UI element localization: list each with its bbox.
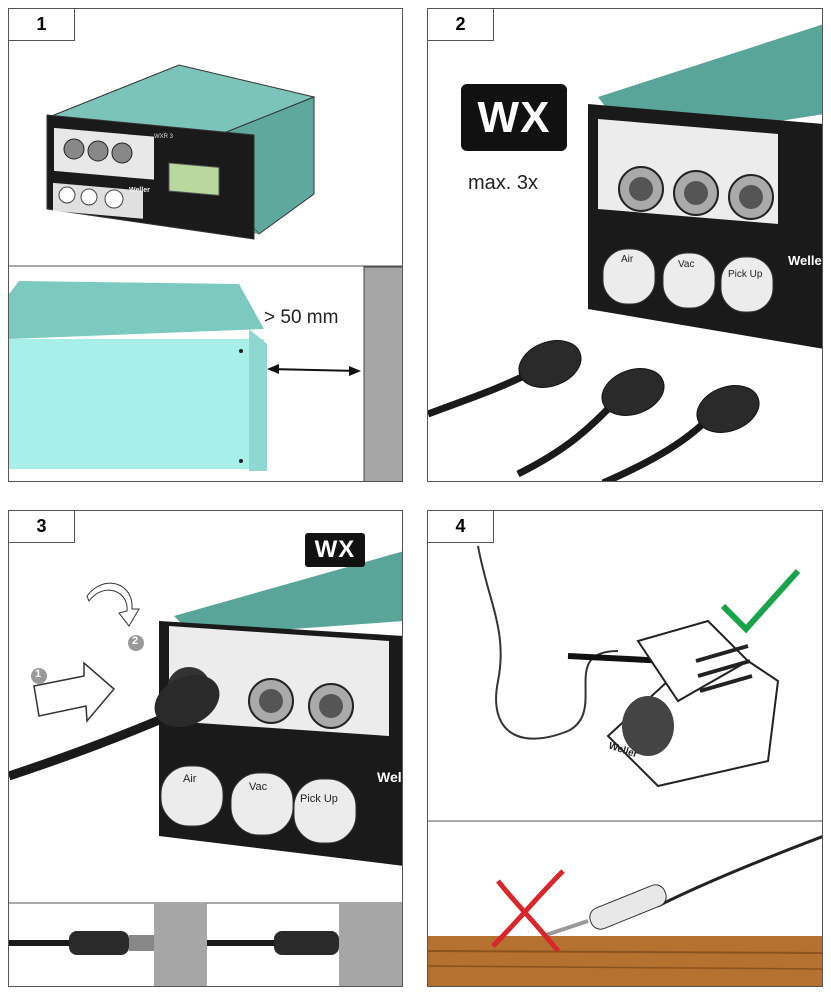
plug-in-illustration [9, 551, 402, 986]
valve-vac-label: Vac [678, 259, 695, 270]
valve-air-label: Air [183, 773, 197, 785]
brand-logo: Weller [788, 253, 823, 268]
max-label: max. 3x [468, 172, 539, 194]
step-number: 2 [428, 9, 494, 41]
push-callout: 1 [35, 668, 42, 680]
brand-logo: Weller [377, 769, 402, 785]
valve-vac-label: Vac [249, 781, 268, 793]
step-3-panel: 3 WX 1 2 Air Vac Pick Up Weller [8, 510, 403, 987]
step-number: 1 [9, 9, 75, 41]
wx-badge: WX [305, 533, 365, 567]
step-number: 3 [9, 511, 75, 543]
step-1-panel: 1 > 50 mm WXR 3 Weller [8, 8, 403, 482]
valve-pickup-label: Pick Up [728, 269, 763, 280]
rotate-callout: 2 [132, 635, 139, 647]
connector-illustration [428, 24, 822, 481]
clearance-label: > 50 mm [264, 307, 339, 328]
step-2-panel: 2 WX max. 3x Air Vac Pick Up Weller [427, 8, 823, 482]
step-number: 4 [428, 511, 494, 543]
holder-illustration [428, 545, 822, 986]
valve-pickup-label: Pick Up [300, 793, 338, 805]
wx-badge: WX [461, 84, 567, 151]
valve-air-label: Air [621, 254, 634, 265]
station-model-label: WXR 3 [154, 134, 174, 140]
station-illustration [9, 64, 402, 481]
brand-logo: Weller [129, 187, 150, 194]
step-4-panel: 4 Weller [427, 510, 823, 987]
